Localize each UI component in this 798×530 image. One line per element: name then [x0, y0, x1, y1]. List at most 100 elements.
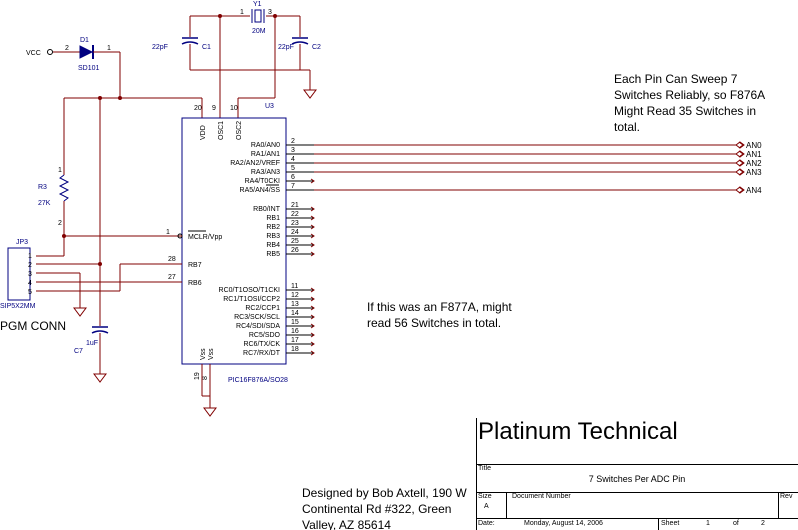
- ic-pin-number: 19: [194, 372, 201, 380]
- y1-value: 20M: [252, 28, 266, 35]
- note-top: Each Pin Can Sweep 7 Switches Reliably, …: [614, 71, 794, 135]
- ground-crystal: [303, 89, 317, 99]
- ic-pin-number: 5: [291, 165, 295, 172]
- y1-pin1: 1: [240, 9, 244, 16]
- ic-pin-rb7: RB7 28: [168, 256, 202, 269]
- docnum-label: Document Number: [512, 493, 571, 500]
- date-label: Date:: [478, 520, 495, 527]
- title-block: Platinum Technical Title 7 Switches Per …: [476, 418, 798, 530]
- capacitor-c7: 1uF C7: [74, 326, 109, 355]
- u3-ref: U3: [265, 103, 274, 110]
- ic-pin-name: RB2: [266, 224, 280, 231]
- ground-ic: [203, 407, 217, 417]
- ic-pin-number: 9: [212, 105, 216, 112]
- c1-value: 22pF: [152, 44, 168, 51]
- note-top-line-4: total.: [614, 120, 641, 134]
- y1-pin3: 3: [268, 9, 272, 16]
- ic-pin-number: 25: [291, 238, 299, 245]
- ic-pin-number: 2: [291, 138, 295, 145]
- ic-pin-name: RC3/SCK/SCL: [234, 314, 280, 321]
- ic-pin-number: 18: [291, 346, 299, 353]
- ic-pin-rb5: RB5 26: [266, 247, 315, 258]
- ic-pin-name: RC0/T1OSO/T1CKI: [219, 287, 281, 294]
- ic-pin-vdd: VDD 20: [194, 105, 207, 140]
- ic-pin-name: RB5: [266, 251, 280, 258]
- resistor-r3: R3 27K 1 2: [38, 167, 70, 227]
- jp3-pin-5: 5: [28, 289, 32, 296]
- ic-pin-name: RC5/SDO: [249, 332, 281, 339]
- ic-pin-name: MCLR/Vpp: [188, 234, 222, 241]
- ic-pin-number: 26: [291, 247, 299, 254]
- c1-ref: C1: [202, 44, 211, 51]
- net-label-an3: AN3: [735, 168, 762, 177]
- ic-pin-number: 1: [166, 229, 170, 236]
- ic-pin-number: 28: [168, 256, 176, 263]
- ic-pin-number: 27: [168, 274, 176, 281]
- company-name: Platinum Technical: [478, 418, 678, 445]
- ic-pin-number: 23: [291, 220, 299, 227]
- ic-pin-number: 20: [194, 105, 202, 112]
- ic-pin-name: RB1: [266, 215, 280, 222]
- jp3-ref: JP3: [16, 239, 28, 246]
- ic-pin-name: RA4/T0CKI: [245, 178, 280, 185]
- ic-pin-number: 14: [291, 310, 299, 317]
- connector-jp3: JP3 SIP5X2MM 1 2 3 4 5 PGM CONN: [0, 239, 66, 333]
- ic-pin-name: RA2/AN2/VREF: [230, 160, 280, 167]
- jp3-value: SIP5X2MM: [0, 303, 36, 310]
- note-designer-line-3: Valley, AZ 85614: [302, 518, 391, 530]
- ic-pin-number: 13: [291, 301, 299, 308]
- net-label-an0: AN0: [735, 141, 762, 150]
- ic-pin-name: RC1/T1OSI/CCP2: [223, 296, 280, 303]
- net-label-an4: AN4: [735, 186, 762, 195]
- pgm-conn-label: PGM CONN: [0, 319, 66, 333]
- ic-pin-name: RA3/AN3: [251, 169, 280, 176]
- note-mid-line-1: If this was an F877A, might: [367, 300, 512, 314]
- r3-value: 27K: [38, 200, 51, 207]
- d1-pin-cathode: 1: [107, 45, 111, 52]
- ic-pin-name: RA5/AN4/SS: [240, 187, 281, 194]
- net-label-text: AN4: [746, 186, 762, 195]
- note-mid: If this was an F877A, might read 56 Swit…: [367, 299, 567, 331]
- ic-pin-number: 10: [230, 105, 238, 112]
- r3-pin2: 2: [58, 220, 62, 227]
- r3-ref: R3: [38, 184, 47, 191]
- ic-pin-name: OSC1: [218, 121, 225, 140]
- ic-pin-ra2-an2-vref: RA2/AN2/VREF 4: [230, 156, 736, 167]
- jp3-pin-4: 4: [28, 280, 32, 287]
- ic-pin-name: RB7: [188, 262, 202, 269]
- date-value: Monday, August 14, 2006: [524, 520, 603, 527]
- d1-value: SD101: [78, 65, 100, 72]
- sheet-value: 1: [706, 520, 710, 527]
- ic-pin-ra3-an3: RA3/AN3 5: [251, 165, 736, 176]
- c2-value: 22pF: [278, 44, 294, 51]
- note-top-line-1: Each Pin Can Sweep 7: [614, 72, 738, 86]
- r3-pin1: 1: [58, 167, 62, 174]
- of-label: of: [733, 520, 739, 527]
- ic-pin-name: RB0/INT: [253, 206, 281, 213]
- note-mid-line-2: read 56 Switches in total.: [367, 316, 502, 330]
- capacitor-c1: 22pF C1: [152, 37, 211, 51]
- net-label-text: AN3: [746, 168, 762, 177]
- ic-right-pins: RA0/AN02RA1/AN13RA2/AN2/VREF4RA3/AN35RA4…: [219, 138, 736, 357]
- note-top-line-3: Might Read 35 Switches in: [614, 104, 757, 118]
- rev-label: Rev: [780, 493, 793, 500]
- ic-pin-number: 4: [291, 156, 295, 163]
- size-label: Size: [478, 493, 492, 500]
- ic-pin-name: VDD: [200, 125, 207, 140]
